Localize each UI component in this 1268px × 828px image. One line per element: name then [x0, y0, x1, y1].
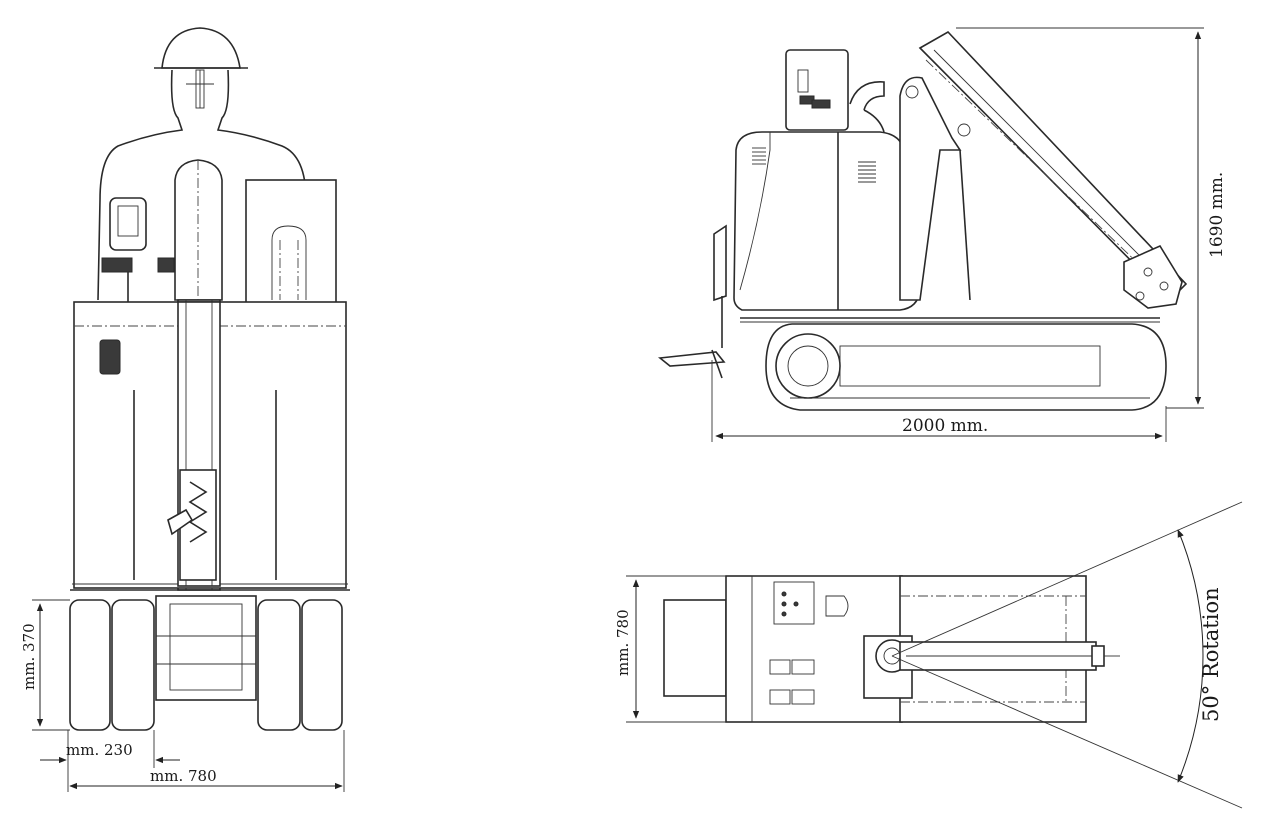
top-dimensions: [626, 575, 726, 723]
front-dimensions: [32, 599, 345, 792]
length-dimension: 2000 mm.: [902, 416, 988, 436]
top-width-dimension: mm. 780: [614, 609, 632, 676]
overall-width-dimension: mm. 780: [150, 767, 217, 785]
control-box: [785, 49, 885, 133]
wheel-width-dimension: mm. 230: [66, 741, 133, 759]
undercarriage: [69, 595, 343, 731]
wheel-height-dimension: mm. 370: [20, 623, 38, 690]
front-view: mm. 370 mm. 230 mm. 780: [20, 27, 350, 792]
vent-grille-right: [858, 161, 876, 183]
rotation-sweep: [891, 501, 1243, 809]
side-boom: [899, 30, 1188, 309]
rotation-label: 50° Rotation: [1199, 587, 1223, 722]
control-levers: [101, 197, 175, 302]
vent-grille-left: [752, 147, 766, 165]
top-body: [663, 575, 1120, 723]
engine-cover: [245, 179, 337, 305]
height-dimension: 1690 mm.: [1207, 172, 1227, 258]
machine-body: [70, 301, 350, 591]
operator-figure: [97, 27, 307, 301]
side-track: [740, 317, 1167, 411]
side-dimensions: [711, 27, 1204, 442]
side-view: 1690 mm. 2000 mm.: [657, 27, 1227, 442]
top-view: mm. 780 50° Rotation: [614, 501, 1243, 809]
